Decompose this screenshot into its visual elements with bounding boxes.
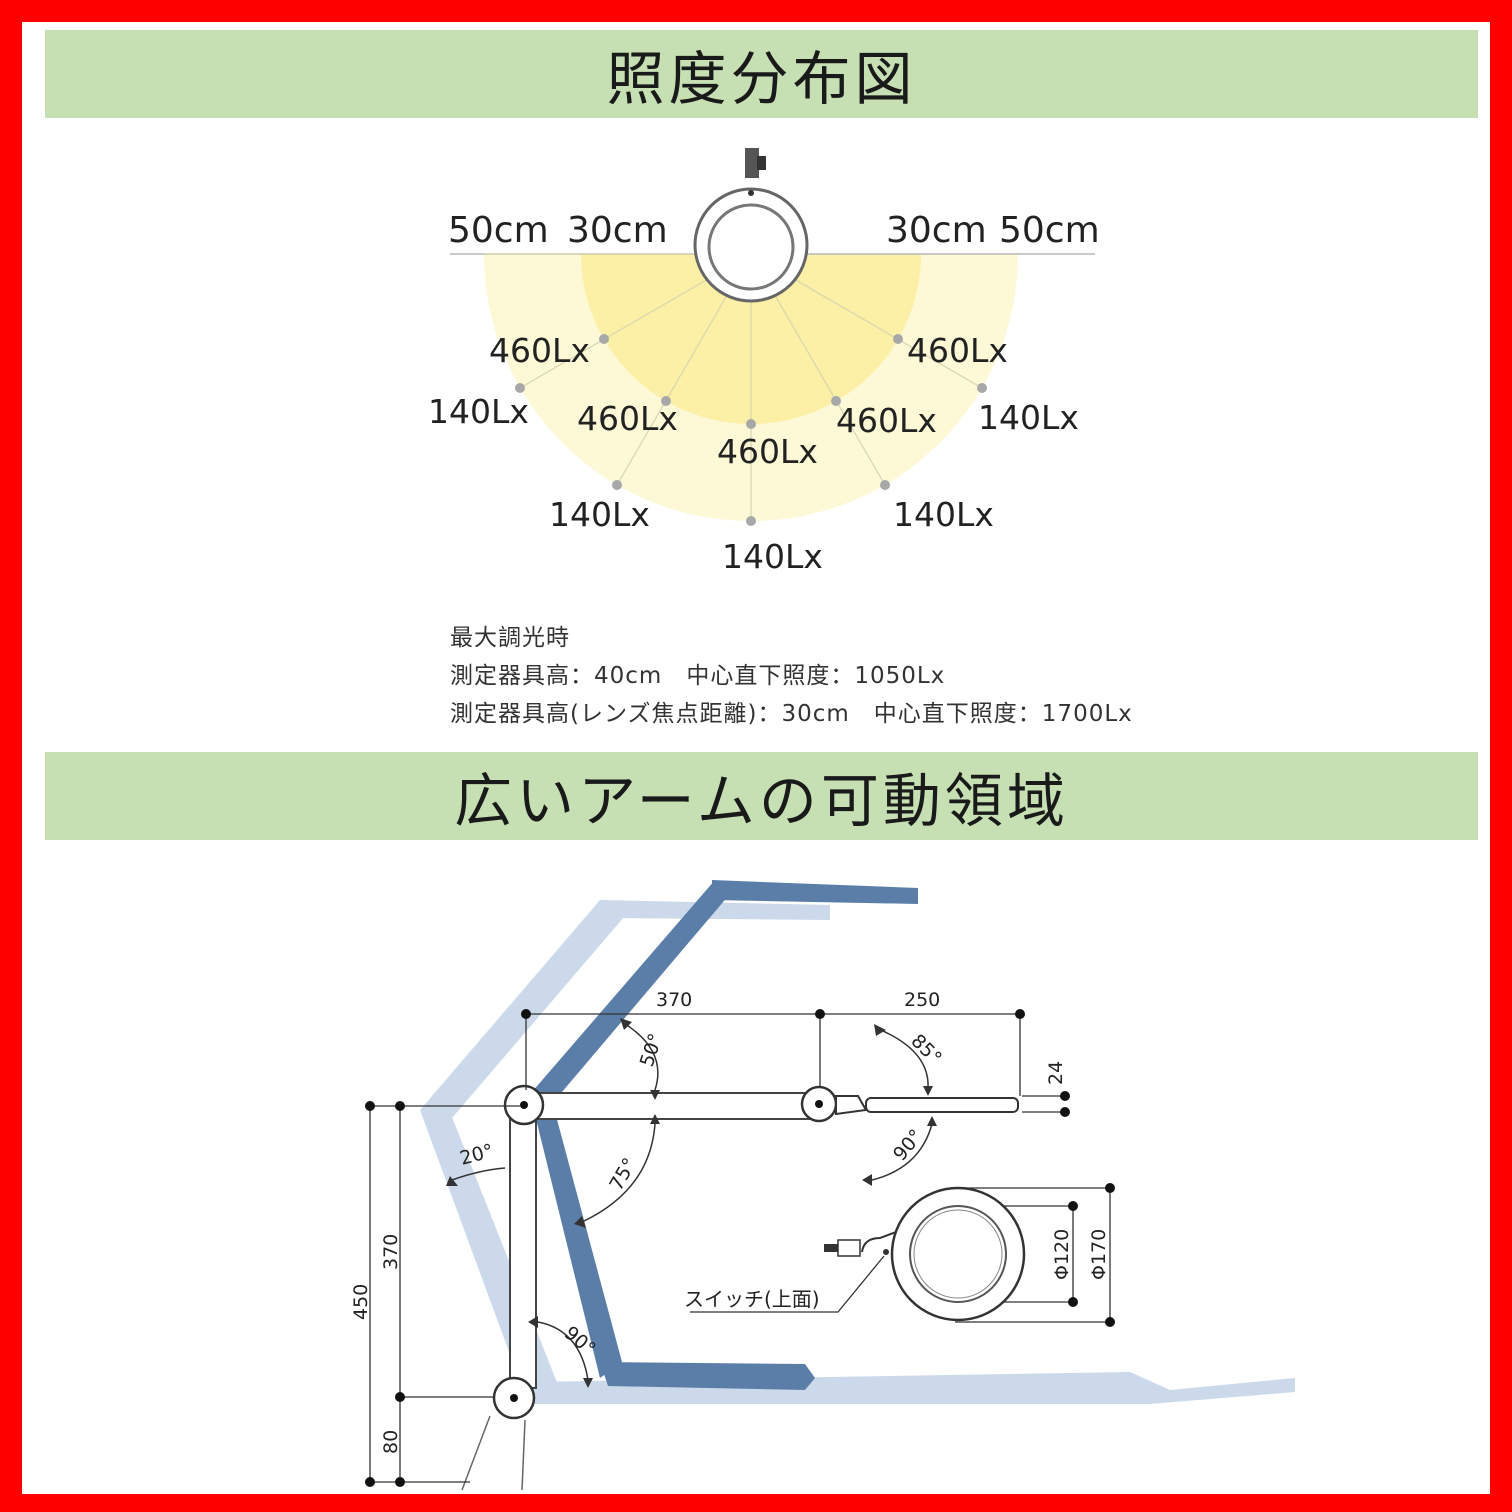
lux-outer-center: 140Lx: [722, 537, 823, 576]
dim-inner-lens: Φ120: [1051, 1229, 1073, 1280]
lamp-head-icon: [693, 148, 809, 303]
distance-right-inner: 30cm: [886, 210, 987, 251]
lux-outer-mid-left: 140Lx: [549, 495, 650, 534]
note-height-40cm: 測定器具高：40cm 中心直下照度：1050Lx: [450, 663, 946, 689]
lux-outer-left: 140Lx: [428, 392, 529, 431]
dim-outer-lens: Φ170: [1088, 1229, 1110, 1280]
lux-outer-right: 140Lx: [978, 398, 1079, 437]
arm-range-diagram: 370 250 24 370 450 80 Φ120 Φ170 50° 85° …: [350, 880, 1295, 1491]
angle-90-head: 90°: [889, 1125, 928, 1165]
lux-inner-mid-right: 460Lx: [836, 401, 937, 440]
dim-pole-upper: 370: [380, 1234, 402, 1270]
dim-upper-arm: 370: [656, 989, 692, 1011]
measurement-points: [515, 334, 987, 526]
dim-lens-thickness: 24: [1045, 1061, 1067, 1085]
lux-inner-right: 460Lx: [907, 331, 1008, 370]
dim-head-arm: 250: [904, 989, 940, 1011]
distance-right-outer: 50cm: [999, 210, 1100, 251]
note-height-30cm: 測定器具高(レンズ焦点距離)：30cm 中心直下照度：1700Lx: [450, 701, 1133, 727]
dim-base: 80: [380, 1430, 402, 1454]
lux-inner-mid-left: 460Lx: [577, 399, 678, 438]
lens-head-detail: [690, 1186, 1026, 1322]
lux-inner-center: 460Lx: [717, 432, 818, 471]
angle-75: 75°: [605, 1154, 641, 1194]
angle-arrowheads: [446, 1018, 937, 1388]
distance-left-inner: 30cm: [567, 210, 668, 251]
arm-main-position: [461, 1084, 1019, 1491]
illuminance-diagram: 50cm 30cm 30cm 50cm 460Lx 460Lx 460Lx 46…: [428, 148, 1100, 576]
arm-dark-position: [525, 880, 918, 1390]
distance-left-outer: 50cm: [448, 210, 549, 251]
switch-label: スイッチ(上面): [684, 1287, 820, 1311]
dimension-labels: 370 250 24 370 450 80 Φ120 Φ170: [350, 989, 1110, 1454]
angle-20: 20°: [458, 1140, 496, 1170]
section-title-illuminance: 照度分布図: [45, 30, 1478, 118]
distance-labels: 50cm 30cm 30cm 50cm: [448, 210, 1100, 251]
angle-arcs: [451, 1021, 933, 1381]
lux-inner-left: 460Lx: [489, 331, 590, 370]
lux-outer-mid-right: 140Lx: [893, 495, 994, 534]
section-title-arm-range: 広いアームの可動領域: [45, 752, 1478, 840]
note-max-dimming: 最大調光時: [450, 625, 570, 651]
angle-85: 85°: [906, 1030, 945, 1069]
dimension-endpoints: [365, 1009, 1115, 1487]
lux-labels: 460Lx 460Lx 460Lx 460Lx 460Lx 140Lx 140L…: [428, 331, 1079, 576]
dim-pole-total: 450: [350, 1284, 372, 1320]
